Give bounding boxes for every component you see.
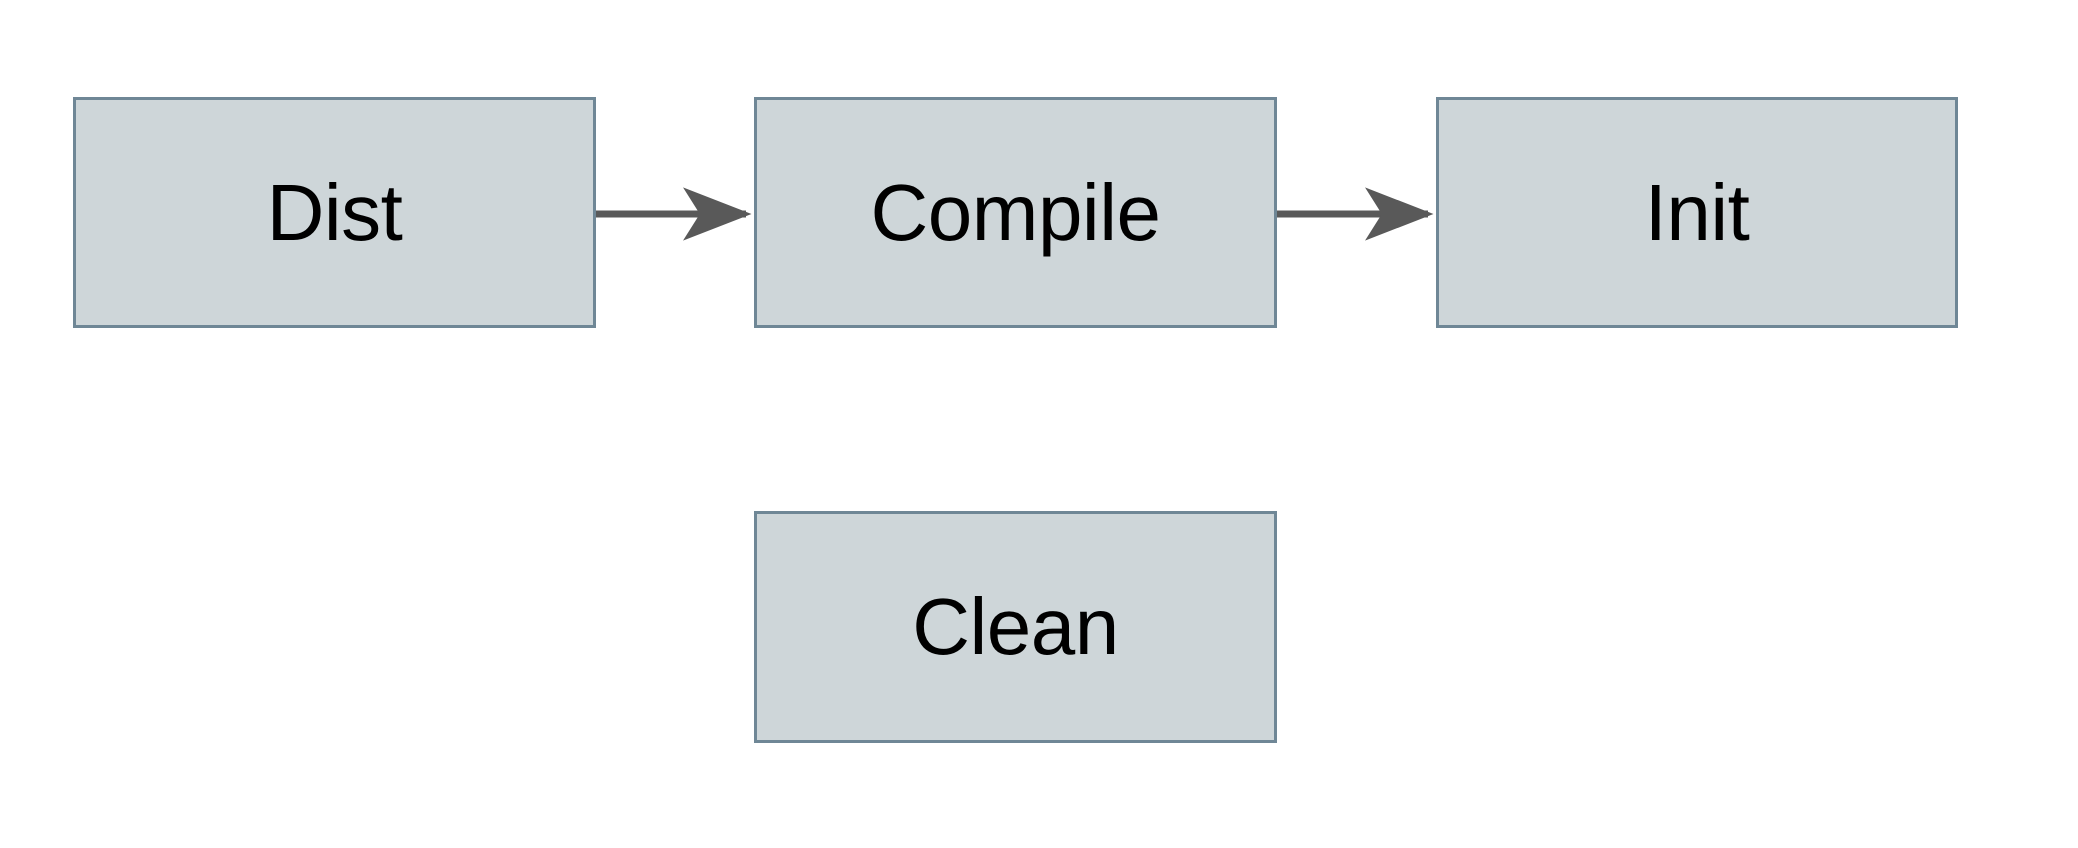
- node-clean[interactable]: Clean: [754, 511, 1277, 743]
- node-compile[interactable]: Compile: [754, 97, 1277, 328]
- node-dist[interactable]: Dist: [73, 97, 596, 328]
- node-clean-label: Clean: [912, 582, 1119, 671]
- node-init[interactable]: Init: [1436, 97, 1958, 328]
- node-dist-label: Dist: [266, 167, 403, 257]
- node-init-label: Init: [1644, 167, 1750, 257]
- node-compile-label: Compile: [870, 167, 1161, 257]
